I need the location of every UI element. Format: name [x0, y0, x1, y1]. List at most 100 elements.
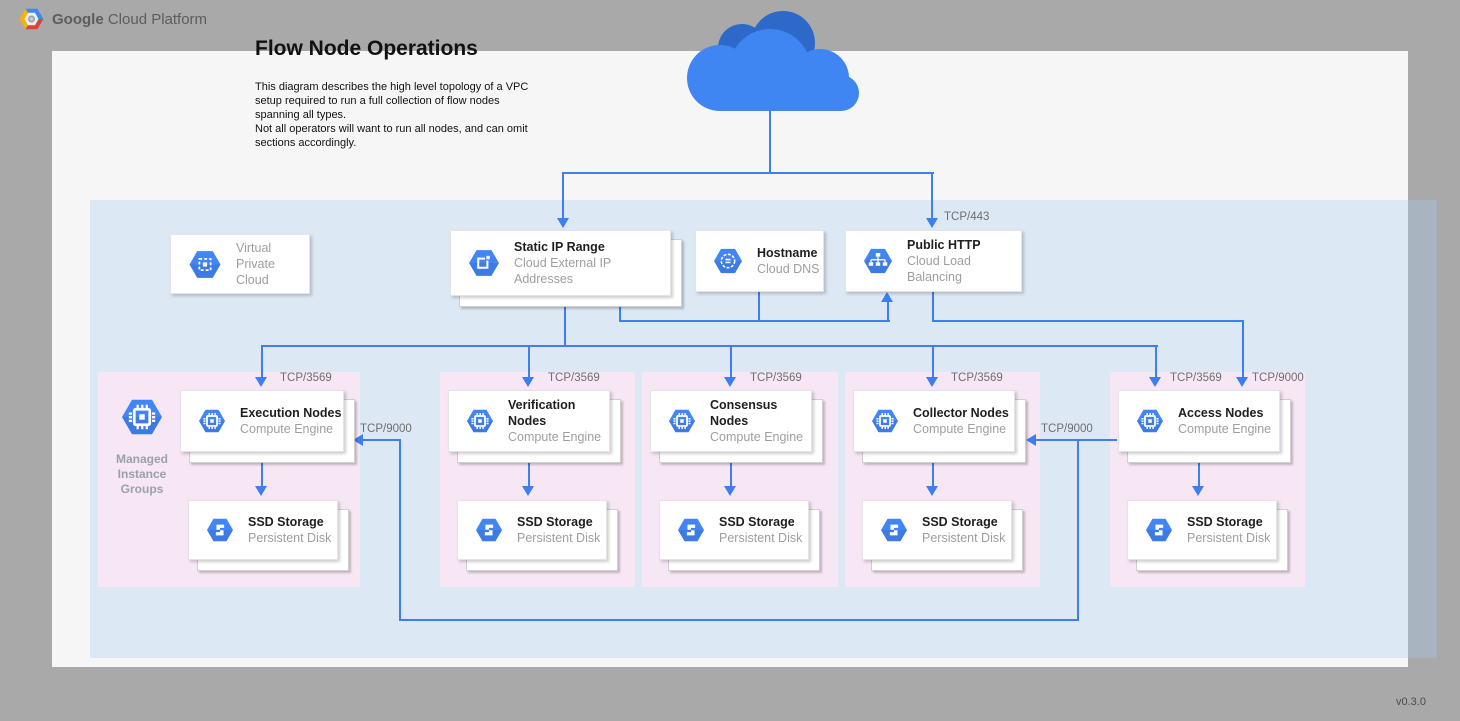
verification-ssd-card: SSD Storage Persistent Disk [457, 500, 607, 560]
connector-up-static-ip [619, 306, 621, 321]
card-title: Virtual [236, 240, 309, 256]
execution-nodes-card: Execution Nodes Compute Engine [180, 390, 344, 452]
connector-drop-static-ip [562, 172, 564, 218]
connector-drop-execution [261, 345, 263, 377]
connector-feedback-to-execution [363, 439, 399, 441]
card-subtitle: Persistent Disk [1187, 530, 1270, 546]
arrowhead-consensus-ssd [724, 486, 736, 496]
connector-hostname-down [758, 292, 760, 322]
card-title: SSD Storage [719, 514, 802, 530]
connector-drop-access [1155, 345, 1157, 377]
persistent-disk-icon [474, 517, 504, 543]
execution-ssd-card: SSD Storage Persistent Disk [188, 500, 338, 560]
card-subtitle: Persistent Disk [719, 530, 802, 546]
connector-drop-verification [528, 345, 530, 377]
label-execution-9000: TCP/9000 [360, 423, 412, 435]
arrowhead-into-static-ip [557, 218, 569, 228]
card-subtitle: Compute Engine [508, 429, 609, 445]
page-description: This diagram describes the high level to… [255, 80, 531, 150]
access-ssd-card: SSD Storage Persistent Disk [1127, 500, 1277, 560]
compute-engine-icon [667, 408, 697, 434]
brand-rest: Cloud Platform [104, 11, 207, 28]
connector-drop-collector [932, 345, 934, 377]
card-title: Consensus Nodes [710, 397, 811, 429]
connector-drop-consensus [730, 345, 732, 377]
card-subtitle: Compute Engine [913, 421, 1009, 437]
label-tcp443: TCP/443 [944, 211, 989, 223]
compute-engine-icon [465, 408, 495, 434]
arrowhead-into-access-9000 [1236, 377, 1248, 387]
compute-engine-icon [197, 408, 227, 434]
card-subtitle: Compute Engine [710, 429, 811, 445]
connector-feedback-down [1077, 439, 1079, 621]
persistent-disk-icon [1144, 517, 1174, 543]
connector-static-ip-down [564, 300, 566, 347]
public-http-card: Public HTTP Cloud Load Balancing [845, 230, 1022, 292]
google-cloud-logo-icon [18, 7, 45, 31]
compute-engine-icon [870, 408, 900, 434]
card-title: SSD Storage [922, 514, 1005, 530]
arrowhead-up-public-http [881, 292, 893, 302]
label-verification-3569: TCP/3569 [548, 372, 600, 384]
card-title: Execution Nodes [240, 405, 341, 421]
arrowhead-into-collector-9000 [1026, 434, 1036, 446]
card-subtitle: Persistent Disk [248, 530, 331, 546]
connector-drop-public-http [931, 172, 933, 218]
collector-nodes-card: Collector Nodes Compute Engine [853, 390, 1015, 452]
arrowhead-into-consensus [724, 377, 736, 387]
access-nodes-card: Access Nodes Compute Engine [1118, 390, 1280, 452]
load-balancing-icon [862, 247, 894, 275]
connector-lb-to-access [932, 320, 1244, 322]
internet-cloud-icon [680, 10, 865, 113]
connector-feedback-bottom [399, 619, 1079, 621]
connector-up-public-http [887, 302, 889, 321]
label-access-3569: TCP/3569 [1170, 372, 1222, 384]
connector-drop-access-9000 [1242, 320, 1244, 377]
arrowhead-verification-ssd [522, 486, 534, 496]
collector-ssd-card: SSD Storage Persistent Disk [862, 500, 1012, 560]
arrowhead-into-access [1149, 377, 1161, 387]
card-subtitle: Persistent Disk [517, 530, 600, 546]
brand-bold: Google [52, 11, 104, 28]
static-ip-range-card: Static IP Range Cloud External IP Addres… [450, 230, 671, 296]
card-title: SSD Storage [517, 514, 600, 530]
arrowhead-into-execution [255, 377, 267, 387]
card-subtitle: Cloud DNS [757, 261, 820, 277]
label-access-9000: TCP/9000 [1252, 372, 1304, 384]
persistent-disk-icon [676, 517, 706, 543]
arrowhead-collector-ssd [926, 486, 938, 496]
verification-nodes-card: Verification Nodes Compute Engine [448, 390, 610, 452]
arrowhead-into-collector [926, 377, 938, 387]
card-title: SSD Storage [1187, 514, 1270, 530]
virtual-private-cloud-card: Virtual Private Cloud [170, 234, 310, 294]
connector-top-split [562, 172, 934, 174]
cloud-dns-icon [712, 247, 744, 275]
connector-distribution-line [261, 345, 1158, 347]
consensus-ssd-card: SSD Storage Persistent Disk [659, 500, 809, 560]
connector-cloud-stem [769, 110, 771, 173]
consensus-nodes-card: Consensus Nodes Compute Engine [650, 390, 812, 452]
page-title: Flow Node Operations [255, 37, 478, 61]
label-collector-9000: TCP/9000 [1041, 423, 1093, 435]
card-title: Public HTTP [907, 237, 1021, 253]
card-subtitle: Private Cloud [236, 256, 309, 288]
card-subtitle: Compute Engine [240, 421, 341, 437]
card-title: Static IP Range [514, 239, 670, 255]
card-title: Collector Nodes [913, 405, 1009, 421]
label-collector-3569: TCP/3569 [951, 372, 1003, 384]
managed-instance-groups-label: Managed Instance Groups [100, 452, 184, 497]
arrowhead-access-ssd [1192, 486, 1204, 496]
persistent-disk-icon [879, 517, 909, 543]
card-subtitle: Compute Engine [1178, 421, 1271, 437]
connector-public-http-down [932, 292, 934, 322]
connector-feedback-up [399, 439, 401, 621]
arrowhead-execution-ssd [255, 486, 267, 496]
card-title: Hostname [757, 245, 820, 261]
virtual-private-cloud-icon [187, 249, 223, 280]
connector-dns-return-line [619, 320, 890, 322]
label-execution-3569: TCP/3569 [280, 372, 332, 384]
card-title: Access Nodes [1178, 405, 1271, 421]
card-subtitle: Cloud External IP Addresses [514, 255, 670, 287]
arrowhead-into-public-http [926, 218, 938, 228]
